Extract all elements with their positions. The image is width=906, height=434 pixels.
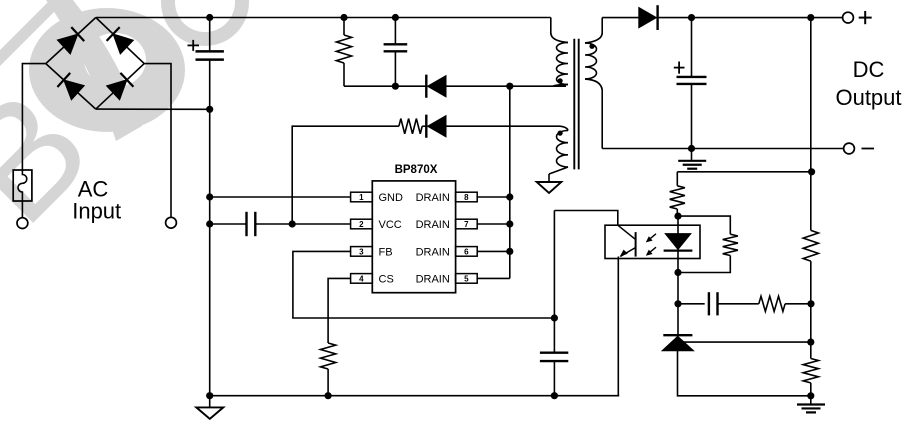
svg-text:2: 2	[359, 220, 364, 229]
svg-text:5: 5	[464, 274, 469, 283]
svg-text:CS: CS	[379, 273, 394, 285]
svg-text:6: 6	[464, 247, 469, 256]
svg-text:DRAIN: DRAIN	[416, 192, 450, 204]
svg-text:DRAIN: DRAIN	[416, 219, 450, 231]
svg-text:VCC: VCC	[379, 219, 402, 231]
svg-text:4: 4	[359, 274, 364, 283]
svg-text:1: 1	[359, 193, 364, 202]
svg-text:8: 8	[464, 193, 469, 202]
svg-text:BP870X: BP870X	[395, 164, 438, 176]
svg-text:DRAIN: DRAIN	[416, 246, 450, 258]
svg-text:FB: FB	[379, 246, 393, 258]
svg-text:Output: Output	[835, 85, 901, 110]
svg-text:DC: DC	[853, 57, 885, 82]
svg-text:GND: GND	[379, 192, 404, 204]
svg-text:7: 7	[464, 220, 469, 229]
svg-text:Input: Input	[72, 198, 121, 223]
svg-text:3: 3	[359, 247, 364, 256]
svg-text:DRAIN: DRAIN	[416, 273, 450, 285]
